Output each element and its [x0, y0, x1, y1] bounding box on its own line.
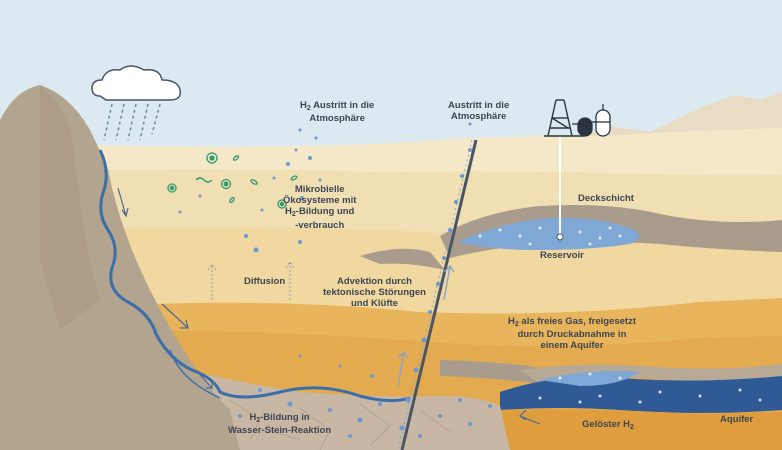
h2-bubbles	[178, 122, 492, 438]
fault-line	[397, 139, 478, 450]
label-h2-outlet: H2 Austritt in die Atmosphäre	[300, 100, 375, 125]
label-aquifer: Aquifer	[720, 414, 754, 425]
aquifer-body	[500, 376, 782, 413]
advection-arrows	[397, 264, 455, 387]
aquifer-gas-pocket	[540, 371, 640, 386]
flow-arrows	[117, 187, 541, 425]
label-diffusion: Diffusion	[244, 276, 286, 287]
label-advection: Advektion durch tektonische Störungen un…	[323, 276, 426, 310]
storage-tank-icon	[572, 104, 611, 137]
aquifer-base	[500, 409, 782, 450]
label-free-gas: H2 als freies Gas, freigesetzt durch Dru…	[508, 316, 637, 352]
microbe-icon	[167, 152, 298, 209]
diffusion-arrows	[207, 261, 295, 300]
label-outlet: Austritt in die Atmosphäre	[448, 100, 510, 123]
rain-icon	[103, 103, 161, 141]
drilling-rig-icon	[544, 99, 584, 137]
aquifer-cap-left	[440, 360, 560, 386]
well-head	[556, 233, 564, 241]
caprock-fragment	[360, 248, 445, 270]
mountain-shade	[40, 85, 100, 330]
label-microbial: Mikrobielle Ökosysteme mit H2-Bildung un…	[283, 184, 357, 231]
basement-cracks	[229, 399, 451, 450]
groundwater-path	[98, 149, 411, 403]
label-caprock: Deckschicht	[578, 193, 634, 204]
basement-rock	[150, 360, 510, 450]
aquifer-cap-right	[520, 364, 782, 384]
label-water-rock: H2-Bildung in Wasser-Stein-Reaktion	[228, 412, 332, 437]
cloud-icon	[91, 65, 182, 101]
label-reservoir: Reservoir	[540, 250, 584, 261]
reservoir-bubbles	[478, 220, 762, 404]
reservoir-body	[458, 217, 639, 250]
label-dissolved-h2: Gelöster H2	[582, 419, 634, 431]
groundwater-branch	[169, 349, 221, 399]
